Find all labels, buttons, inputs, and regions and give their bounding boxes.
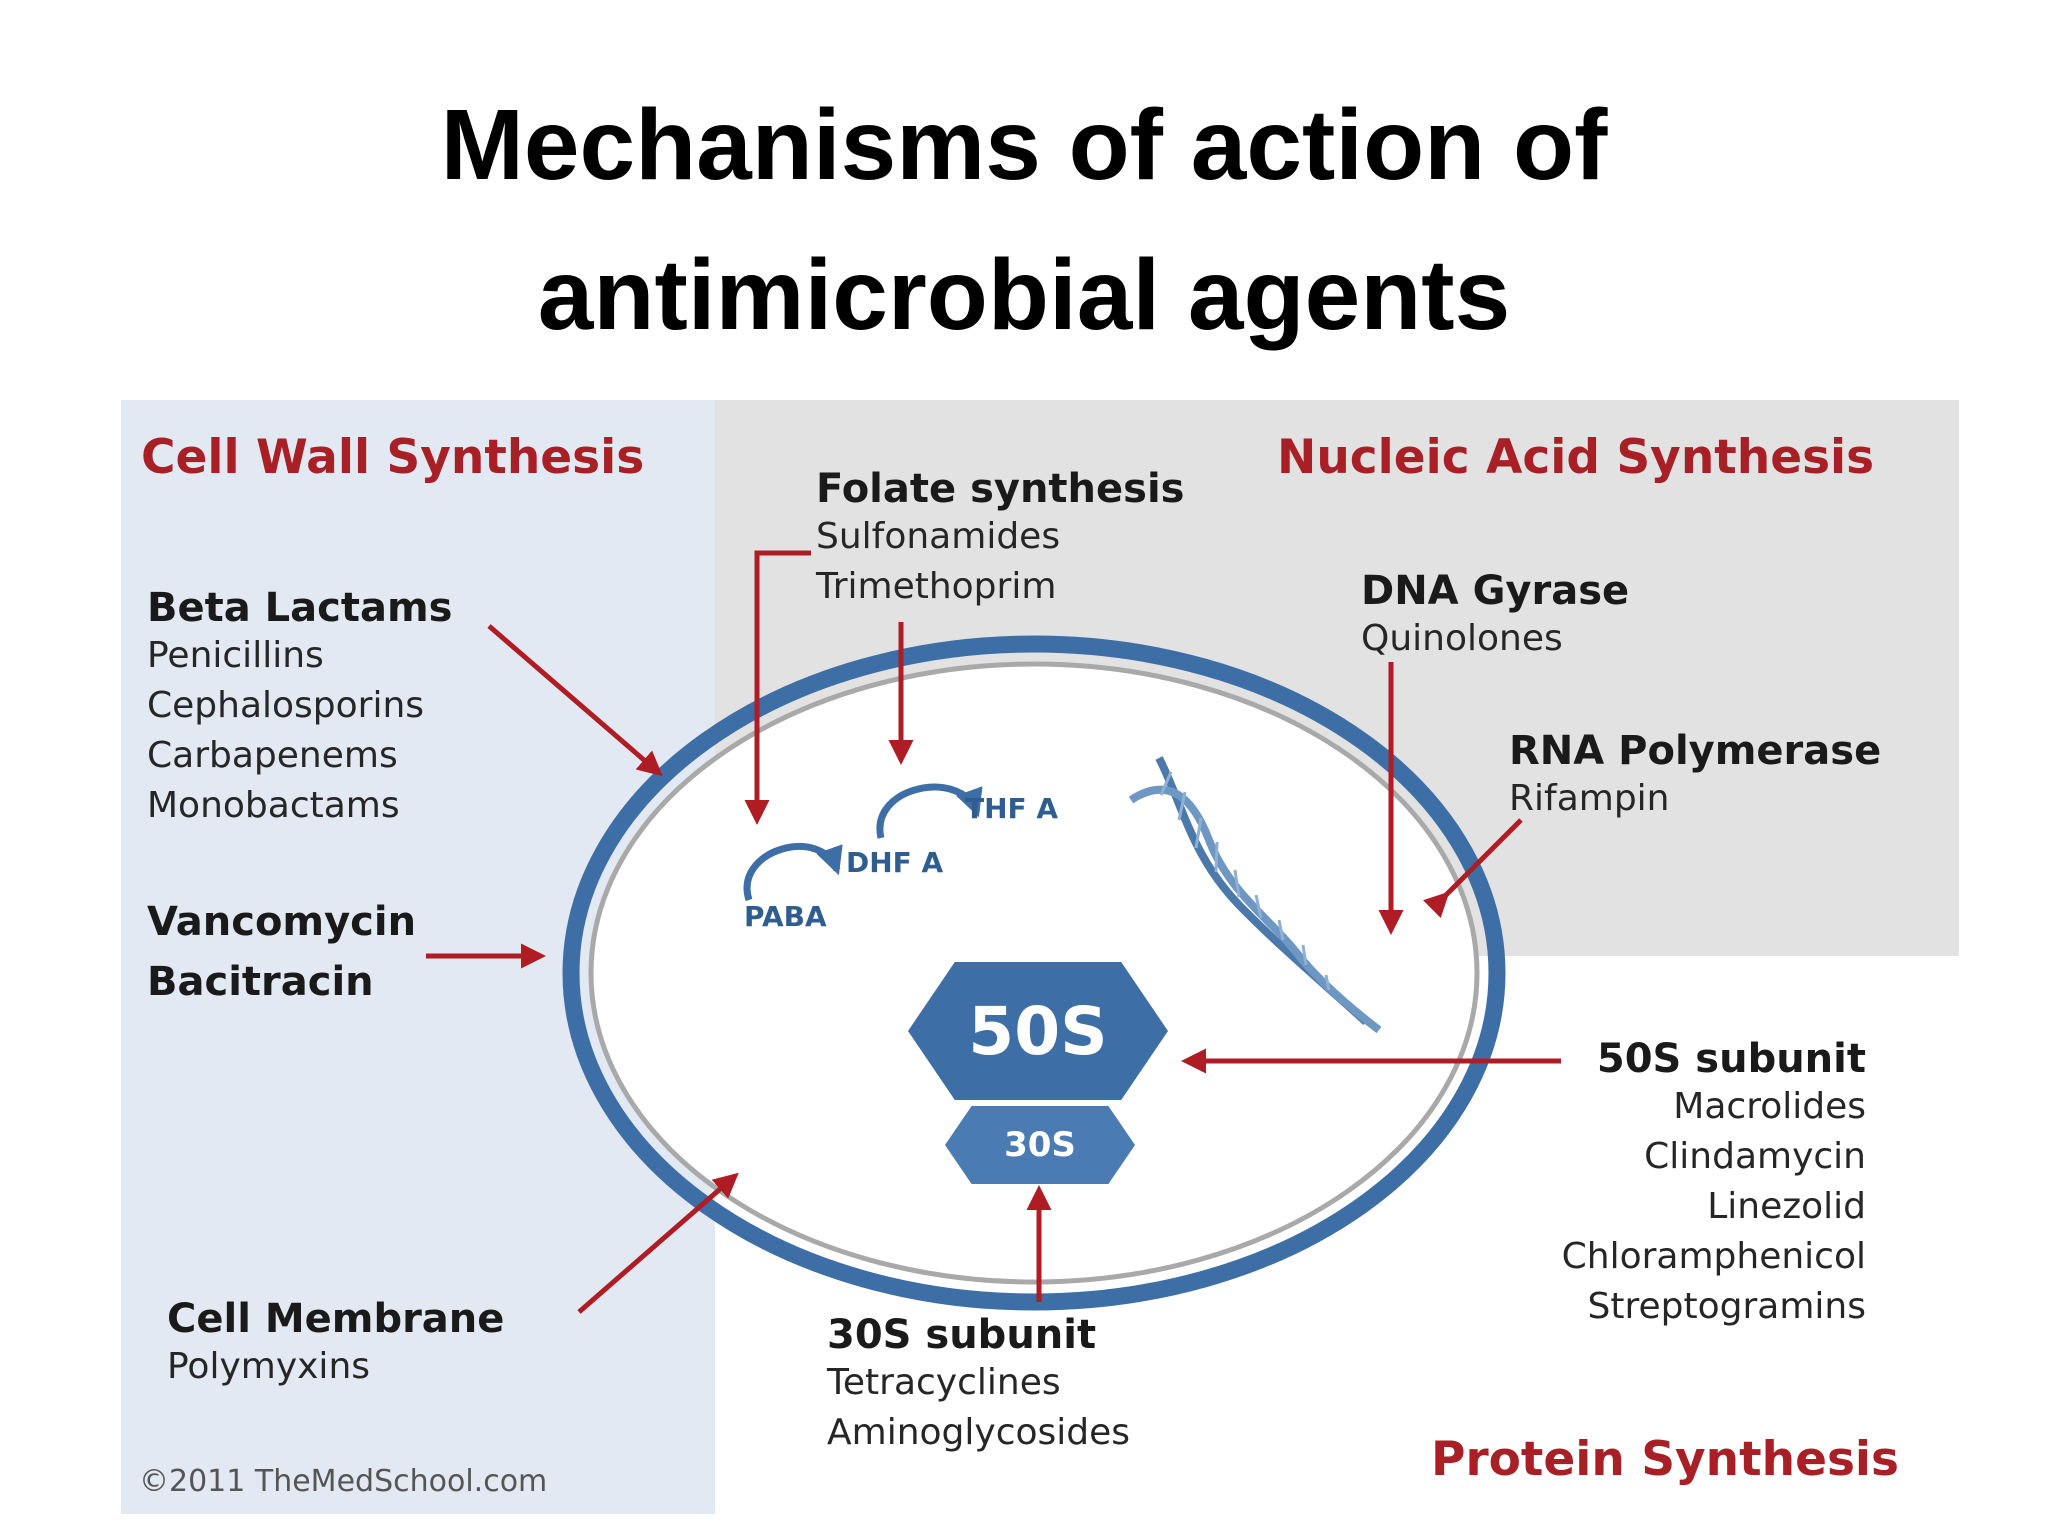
drug-item: Macrolides xyxy=(1673,1086,1866,1127)
ribosome-50s: 50S xyxy=(908,962,1168,1100)
rna-polymerase-title: RNA Polymerase xyxy=(1509,728,1882,774)
copyright-text: ©2011 TheMedSchool.com xyxy=(139,1464,548,1499)
dna-helix-icon xyxy=(1128,756,1382,1034)
drug-item: Trimethoprim xyxy=(816,566,1057,607)
cell-membrane-group: Cell Membrane Polymyxins xyxy=(167,1296,504,1392)
drug-item: Sulfonamides xyxy=(816,516,1061,557)
drug-item: Linezolid xyxy=(1707,1186,1866,1227)
section-cell-wall-synthesis: Cell Wall Synthesis xyxy=(141,430,645,485)
drug-item: Streptogramins xyxy=(1587,1286,1866,1327)
paba-label: PABA xyxy=(744,900,827,933)
bacitracin-label: Bacitracin xyxy=(147,959,374,1005)
thfa-label: THF A xyxy=(965,792,1059,825)
ribosome-30s: 30S xyxy=(945,1106,1135,1184)
rna-polymerase-group: RNA Polymerase Rifampin xyxy=(1509,728,1881,824)
drug-item: Penicillins xyxy=(147,635,324,676)
subunit-50s-title: 50S subunit xyxy=(1596,1036,1866,1082)
mechanism-diagram: Cell Wall Synthesis Nucleic Acid Synthes… xyxy=(121,400,1959,1514)
drug-item: Tetracyclines xyxy=(827,1362,1061,1403)
cell-wall-ring xyxy=(562,635,1506,1311)
arrow-beta-lactams xyxy=(487,624,663,777)
drug-item: Polymyxins xyxy=(167,1346,371,1387)
drug-item: Monobactams xyxy=(147,785,400,826)
drug-item: Clindamycin xyxy=(1644,1136,1866,1177)
beta-lactams-title: Beta Lactams xyxy=(147,585,453,631)
drug-item: Cephalosporins xyxy=(147,685,425,726)
title-line-1: Mechanisms of action of xyxy=(440,89,1608,201)
vancomycin-label: Vancomycin xyxy=(147,899,417,945)
dna-gyrase-title: DNA Gyrase xyxy=(1361,568,1630,614)
section-nucleic-acid-synthesis: Nucleic Acid Synthesis xyxy=(1277,430,1875,485)
folate-synthesis-title: Folate synthesis xyxy=(816,466,1185,512)
title-line-2: antimicrobial agents xyxy=(537,239,1511,351)
slide-title: Mechanisms of action of antimicrobial ag… xyxy=(0,70,2048,370)
dhfa-label: DHF A xyxy=(846,846,944,879)
dhfa-to-thfa-curve xyxy=(876,783,983,839)
vancomycin-group: Vancomycin Bacitracin xyxy=(147,892,416,1012)
drug-item: Quinolones xyxy=(1361,618,1563,659)
drug-item: Aminoglycosides xyxy=(827,1412,1131,1453)
paba-to-dhfa-curve xyxy=(743,843,843,902)
beta-lactams-group: Beta Lactams Penicillins Cephalosporins … xyxy=(147,585,452,831)
folate-synthesis-group: Folate synthesis Sulfonamides Trimethopr… xyxy=(816,466,1184,612)
drug-item: Chloramphenicol xyxy=(1561,1236,1866,1277)
arrow-sulfonamides xyxy=(744,550,811,825)
drug-item: Carbapenems xyxy=(147,735,398,776)
subunit-30s-group: 30S subunit Tetracyclines Aminoglycoside… xyxy=(827,1312,1130,1458)
cell-membrane-title: Cell Membrane xyxy=(167,1296,505,1342)
drug-item: Rifampin xyxy=(1509,778,1670,819)
section-protein-synthesis: Protein Synthesis xyxy=(1431,1432,1900,1487)
subunit-30s-title: 30S subunit xyxy=(827,1312,1097,1358)
subunit-50s-group: 50S subunit Macrolides Clindamycin Linez… xyxy=(1562,1036,1866,1332)
arrow-rifampin xyxy=(1423,818,1523,918)
arrow-cell-membrane xyxy=(577,1172,739,1314)
dna-gyrase-group: DNA Gyrase Quinolones xyxy=(1361,568,1629,664)
